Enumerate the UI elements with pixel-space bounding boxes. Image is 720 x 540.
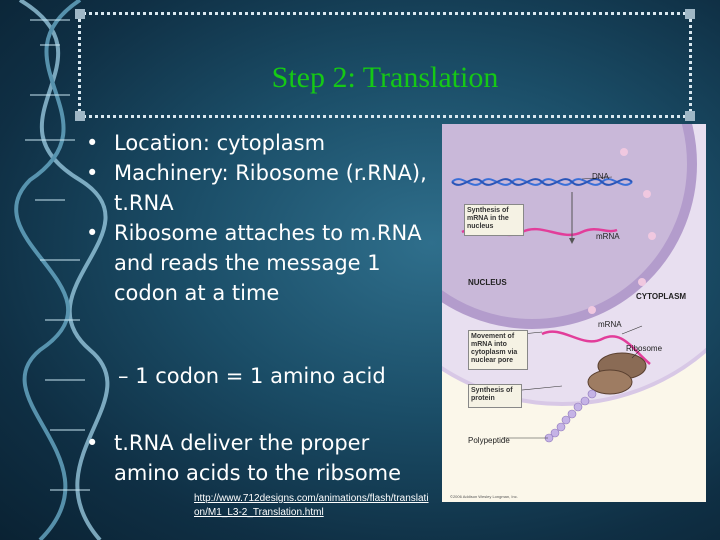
label-ribosome: Ribosome — [626, 344, 663, 353]
bullet-list: • Location: cytoplasm • Machinery: Ribos… — [86, 128, 436, 308]
label-cytoplasm: CYTOPLASM — [636, 292, 687, 301]
figure-credit: ©2006 Addison Wesley Longman, Inc. — [450, 494, 518, 499]
sub-bullet: – 1 codon = 1 amino acid — [118, 364, 386, 388]
label-nucleus: NUCLEUS — [468, 278, 507, 287]
label-mrna-top: mRNA — [596, 232, 620, 241]
bullet-text: Ribosome attaches to m.RNA and reads the… — [114, 221, 422, 305]
label-polypeptide: Polypeptide — [468, 436, 510, 445]
title-frame: Step 2: Translation — [75, 9, 695, 121]
bullet-text: t.RNA deliver the proper amino acids to … — [114, 431, 402, 485]
dna-helix-background — [14, 0, 110, 540]
frame-corner — [75, 9, 85, 19]
bullet-marker: • — [86, 161, 99, 185]
slide-title: Step 2: Translation — [271, 61, 499, 94]
label-synthesis-mrna: Synthesis of mRNA in the nucleus — [464, 204, 524, 236]
sub-bullet-marker: – — [118, 364, 129, 388]
animation-link[interactable]: http://www.712designs.com/animations/fla… — [194, 493, 429, 518]
label-movement: Movement of mRNA into cytoplasm via nucl… — [468, 330, 528, 370]
bullet-item: • Ribosome attaches to m.RNA and reads t… — [86, 218, 436, 308]
bullet-item: • Machinery: Ribosome (r.RNA), t.RNA — [86, 158, 436, 218]
label-dna: DNA — [592, 172, 609, 181]
frame-corner — [685, 111, 695, 121]
cell-illustration — [442, 124, 706, 443]
bullet-text: Machinery: Ribosome (r.RNA), t.RNA — [114, 161, 427, 215]
sub-bullet-text: 1 codon = 1 amino acid — [135, 364, 386, 388]
label-synthesis-protein: Synthesis of protein — [468, 384, 522, 408]
frame-corner — [685, 9, 695, 19]
translation-figure: DNA Synthesis of mRNA in the nucleus mRN… — [442, 124, 706, 502]
bullet-item: • Location: cytoplasm — [86, 128, 436, 158]
frame-corner — [75, 111, 85, 121]
bullet-item: • t.RNA deliver the proper amino acids t… — [86, 428, 436, 488]
label-mrna-mid: mRNA — [598, 320, 622, 329]
bullet-marker: • — [86, 221, 99, 245]
bullet-marker: • — [86, 131, 99, 155]
bullet-text: Location: cytoplasm — [114, 131, 326, 155]
bullet-marker: • — [86, 431, 99, 455]
